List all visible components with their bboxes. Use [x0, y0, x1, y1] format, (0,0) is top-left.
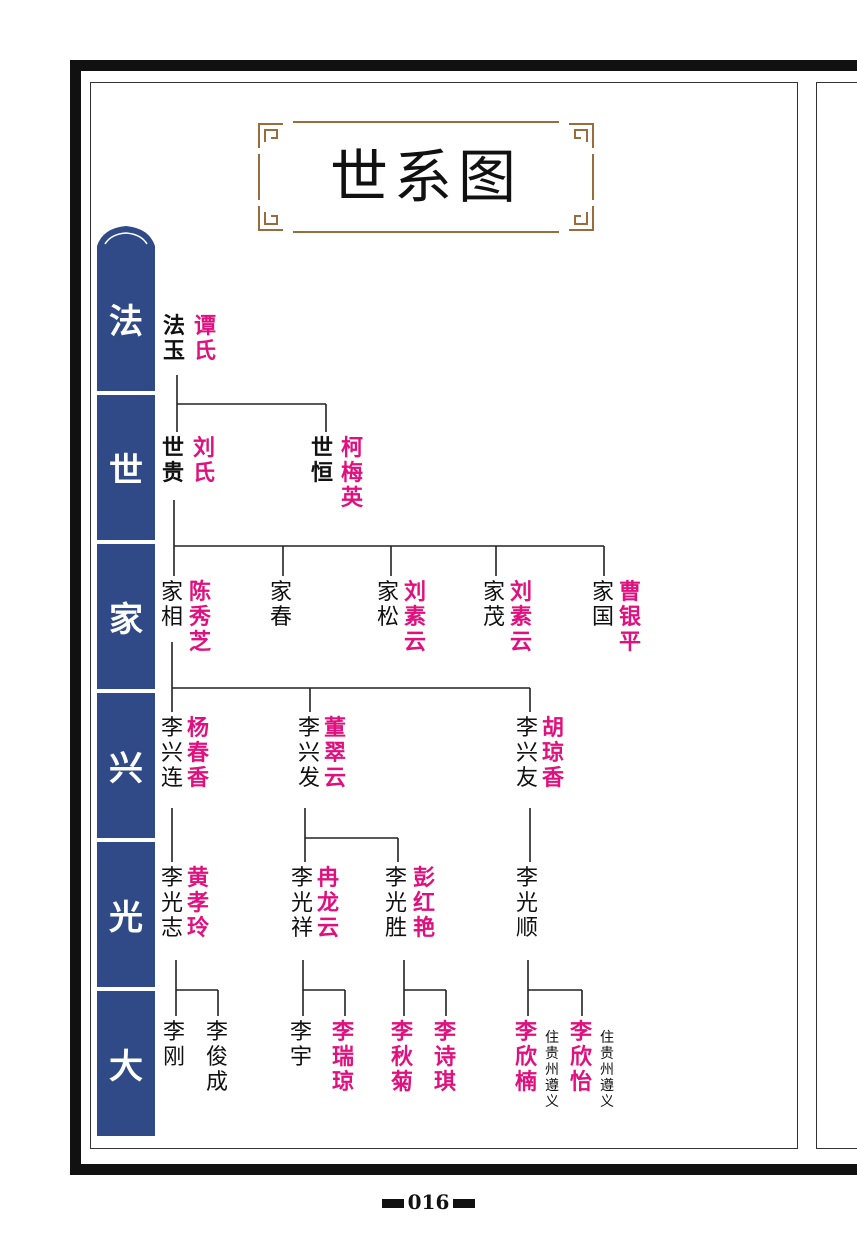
person-jiaxiang: 家相 — [161, 580, 184, 630]
generation-guang: 光 — [97, 842, 155, 987]
spouse-jiaxiang: 陈秀芝 — [189, 579, 212, 655]
spouse-guangxiang: 冉龙云 — [317, 865, 340, 941]
person-jiachun: 家春 — [270, 580, 293, 630]
spouse-xingyou: 胡琼香 — [542, 715, 565, 791]
person-xingfa: 李兴发 — [298, 716, 321, 791]
person-jiamao: 家茂 — [483, 580, 506, 630]
spouse-shigui: 刘氏 — [193, 435, 216, 486]
person-shiheng: 世恒 — [311, 435, 334, 486]
note-lixinnan: 住贵州遵义 — [545, 1030, 559, 1110]
note-lixinyi: 住贵州遵义 — [600, 1030, 614, 1110]
person-guangsheng: 李光胜 — [385, 866, 408, 941]
page-number-bar-left — [381, 1199, 404, 1208]
adjacent-page-frame — [816, 82, 857, 1149]
inner-frame — [90, 82, 798, 1149]
person-guangshun: 李光顺 — [516, 866, 539, 941]
spouse-xingfa: 董翠云 — [324, 715, 347, 791]
generation-jia: 家 — [97, 544, 155, 689]
spouse-jiamao: 刘素云 — [510, 579, 533, 655]
spouse-jiasong: 刘素云 — [404, 579, 427, 655]
page-title: 世系图 — [329, 143, 522, 211]
person-guangxiang: 李光祥 — [291, 866, 314, 941]
spouse-guangzhi: 黄孝玲 — [187, 865, 210, 941]
page-number-text: 016 — [407, 1190, 450, 1214]
person-guangzhi: 李光志 — [161, 866, 184, 941]
generation-fa: 法 — [97, 246, 155, 391]
person-liyu: 李宇 — [290, 1020, 313, 1070]
outer-frame — [70, 60, 857, 1175]
person-liqiuju: 李秋菊 — [391, 1019, 414, 1095]
person-lijuncheng: 李俊成 — [206, 1020, 229, 1095]
column-cap-ornament — [97, 226, 155, 246]
person-lixinyi: 李欣怡 — [570, 1019, 593, 1095]
spouse-guangsheng: 彭红艳 — [413, 865, 436, 941]
generation-xing: 兴 — [97, 693, 155, 838]
person-lishiqi: 李诗琪 — [434, 1019, 457, 1095]
person-shigui: 世贵 — [162, 435, 185, 486]
page-number-bar-right — [453, 1199, 476, 1208]
title-ornament-frame — [258, 121, 594, 233]
spouse-xinglian: 杨春香 — [187, 715, 210, 791]
spouse-shiheng: 柯梅英 — [341, 435, 364, 511]
spouse-jiaguo: 曹银平 — [619, 579, 642, 655]
person-lixinnan: 李欣楠 — [515, 1019, 538, 1095]
person-xingyou: 李兴友 — [516, 716, 539, 791]
generation-shi: 世 — [97, 395, 155, 540]
person-fayu: 法玉 — [163, 313, 186, 364]
person-liruiqiong: 李瑞琼 — [332, 1019, 355, 1095]
spouse-fayu: 谭氏 — [194, 313, 217, 364]
generation-da: 大 — [97, 991, 155, 1136]
page-number: 016 — [0, 1190, 857, 1214]
person-jiasong: 家松 — [377, 580, 400, 630]
person-jiaguo: 家国 — [592, 580, 615, 630]
person-ligang: 李刚 — [163, 1020, 186, 1070]
person-xinglian: 李兴连 — [161, 716, 184, 791]
